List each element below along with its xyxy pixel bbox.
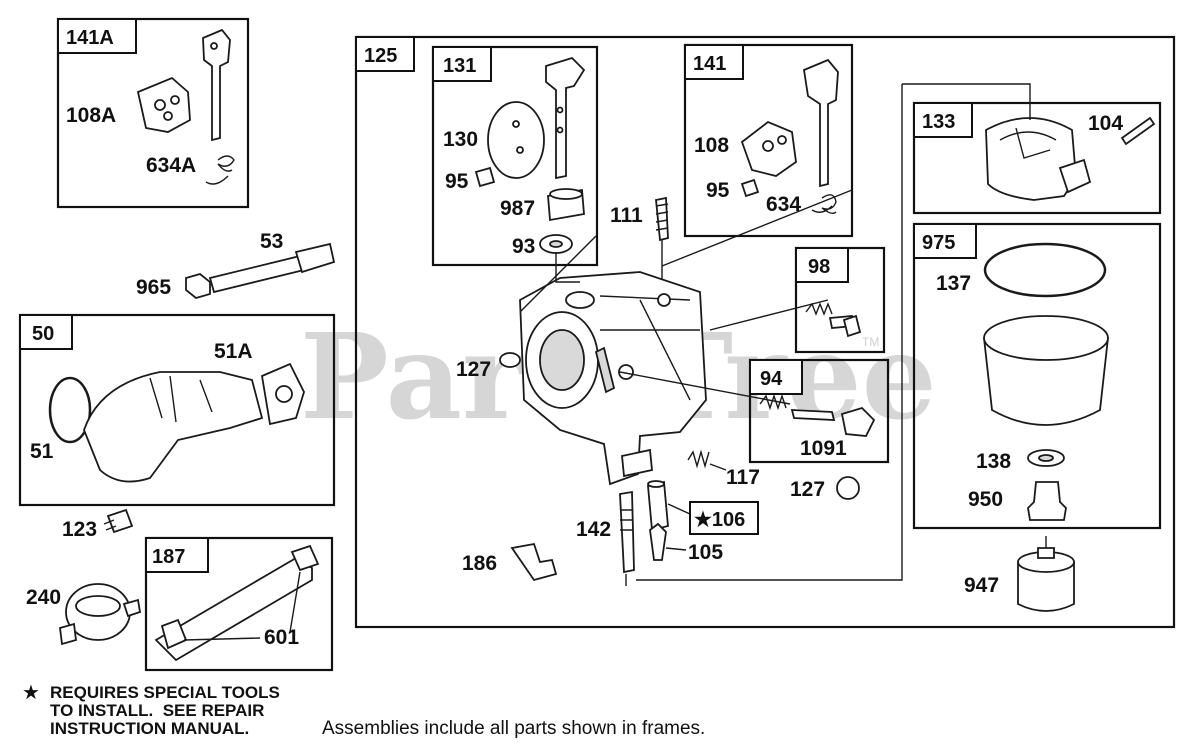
loose-part-123[interactable]: 123 xyxy=(62,508,134,541)
special-tools-star-icon: ★ xyxy=(22,680,40,704)
frame-125[interactable]: 125 xyxy=(354,35,1176,629)
frame-141A-tag: 141A xyxy=(66,27,114,49)
label-51[interactable]: 51 xyxy=(30,440,54,463)
part-634A-spring-icon xyxy=(205,155,235,185)
parts-111-127[interactable]: 111 127 xyxy=(456,196,669,381)
part-95b-screw-icon xyxy=(740,178,760,198)
frame-50[interactable]: 50 51A 51 xyxy=(18,313,336,507)
part-131-throttle-shaft-icon xyxy=(545,56,586,180)
label-127b[interactable]: 127 xyxy=(790,478,825,501)
frame-94[interactable]: 94 1091 xyxy=(748,358,890,464)
frame-141[interactable]: 141 108 95 634 xyxy=(683,43,854,238)
label-105[interactable]: 105 xyxy=(688,541,723,564)
frame-106-tag: ★106 xyxy=(694,509,745,531)
part-106-seat-icon xyxy=(647,480,669,532)
frame-133[interactable]: 133 104 xyxy=(912,101,1162,215)
leader-lines xyxy=(519,83,1031,586)
label-634[interactable]: 634 xyxy=(766,193,801,216)
part-53-fitting-icon xyxy=(208,254,306,294)
part-1091-cap-icon xyxy=(840,406,876,437)
part-965-nut-icon xyxy=(185,273,211,299)
loose-parts-53-965[interactable]: 53 965 xyxy=(136,230,336,299)
special-tools-note: REQUIRES SPECIAL TOOLS TO INSTALL. SEE R… xyxy=(50,683,280,738)
label-108A[interactable]: 108A xyxy=(66,104,116,127)
watermark-trademark: TM xyxy=(862,335,879,349)
part-94-spring-icon xyxy=(759,393,787,411)
label-93[interactable]: 93 xyxy=(512,235,535,258)
part-51-oring-icon xyxy=(48,376,92,444)
frame-975-tag: 975 xyxy=(922,232,955,254)
label-95a[interactable]: 95 xyxy=(445,170,469,193)
label-186[interactable]: 186 xyxy=(462,552,497,575)
label-965[interactable]: 965 xyxy=(136,276,171,299)
part-94-needle-icon xyxy=(790,409,836,421)
frame-50-tag: 50 xyxy=(32,323,54,345)
label-51A[interactable]: 51A xyxy=(214,340,253,363)
label-53[interactable]: 53 xyxy=(260,230,283,253)
assemblies-note: Assemblies include all parts shown in fr… xyxy=(322,718,706,739)
label-987[interactable]: 987 xyxy=(500,197,535,220)
part-127a-plug-icon xyxy=(499,352,521,368)
parts-lower-carb[interactable]: 117 127 ★106 105 142 186 xyxy=(462,449,860,582)
frame-94-tag: 94 xyxy=(760,368,783,390)
leader-601 xyxy=(183,571,301,641)
label-950[interactable]: 950 xyxy=(968,488,1003,511)
frame-187[interactable]: 187 601 xyxy=(144,536,334,672)
label-108[interactable]: 108 xyxy=(694,134,729,157)
part-137-gasket-icon xyxy=(983,242,1107,298)
label-130[interactable]: 130 xyxy=(443,128,478,151)
carburetor-body[interactable] xyxy=(519,271,707,486)
part-130-throttle-plate-icon xyxy=(487,101,545,179)
label-240[interactable]: 240 xyxy=(26,586,61,609)
part-127b-plug-icon xyxy=(836,476,860,500)
frame-141-tag: 141 xyxy=(693,53,726,75)
frame-131-tag: 131 xyxy=(443,55,476,77)
label-111[interactable]: 111 xyxy=(610,204,643,227)
label-634A[interactable]: 634A xyxy=(146,154,196,177)
part-50-intake-icon xyxy=(83,371,264,483)
label-104[interactable]: 104 xyxy=(1088,112,1123,135)
label-137[interactable]: 137 xyxy=(936,272,971,295)
label-601[interactable]: 601 xyxy=(264,626,299,649)
part-104-pin-icon xyxy=(1120,116,1156,146)
label-1091[interactable]: 1091 xyxy=(800,437,847,460)
frame-975[interactable]: 975 137 138 950 xyxy=(912,222,1162,530)
part-186-elbow-icon xyxy=(510,542,558,582)
label-117[interactable]: 117 xyxy=(726,466,760,489)
part-133-float-icon xyxy=(985,117,1077,201)
frame-187-tag: 187 xyxy=(152,546,185,568)
part-95-screw-icon xyxy=(474,166,496,188)
label-138[interactable]: 138 xyxy=(976,450,1011,473)
frame-131[interactable]: 131 130 95 987 93 xyxy=(431,45,599,267)
label-127a[interactable]: 127 xyxy=(456,358,491,381)
loose-part-947[interactable]: 947 xyxy=(964,536,1075,612)
part-141A-shaft-icon xyxy=(202,28,231,142)
frame-141A[interactable]: 141A 108A 634A xyxy=(56,17,250,209)
label-947[interactable]: 947 xyxy=(964,574,999,597)
part-141-choke-shaft-icon xyxy=(803,58,839,188)
part-634-spring-icon xyxy=(811,194,837,215)
part-187-fuel-line-icon xyxy=(154,556,313,662)
frame-133-tag: 133 xyxy=(922,111,955,133)
frame-98-tag: 98 xyxy=(808,256,830,278)
part-105-float-needle-icon xyxy=(649,522,667,561)
part-117-spring-icon xyxy=(687,449,710,469)
label-142[interactable]: 142 xyxy=(576,518,611,541)
label-95b[interactable]: 95 xyxy=(706,179,730,202)
part-142-main-jet-icon xyxy=(619,490,635,574)
part-950-bowl-screw-icon xyxy=(1027,481,1067,521)
loose-part-240[interactable]: 240 xyxy=(26,583,142,646)
frame-125-tag: 125 xyxy=(364,45,397,67)
label-123[interactable]: 123 xyxy=(62,518,97,541)
